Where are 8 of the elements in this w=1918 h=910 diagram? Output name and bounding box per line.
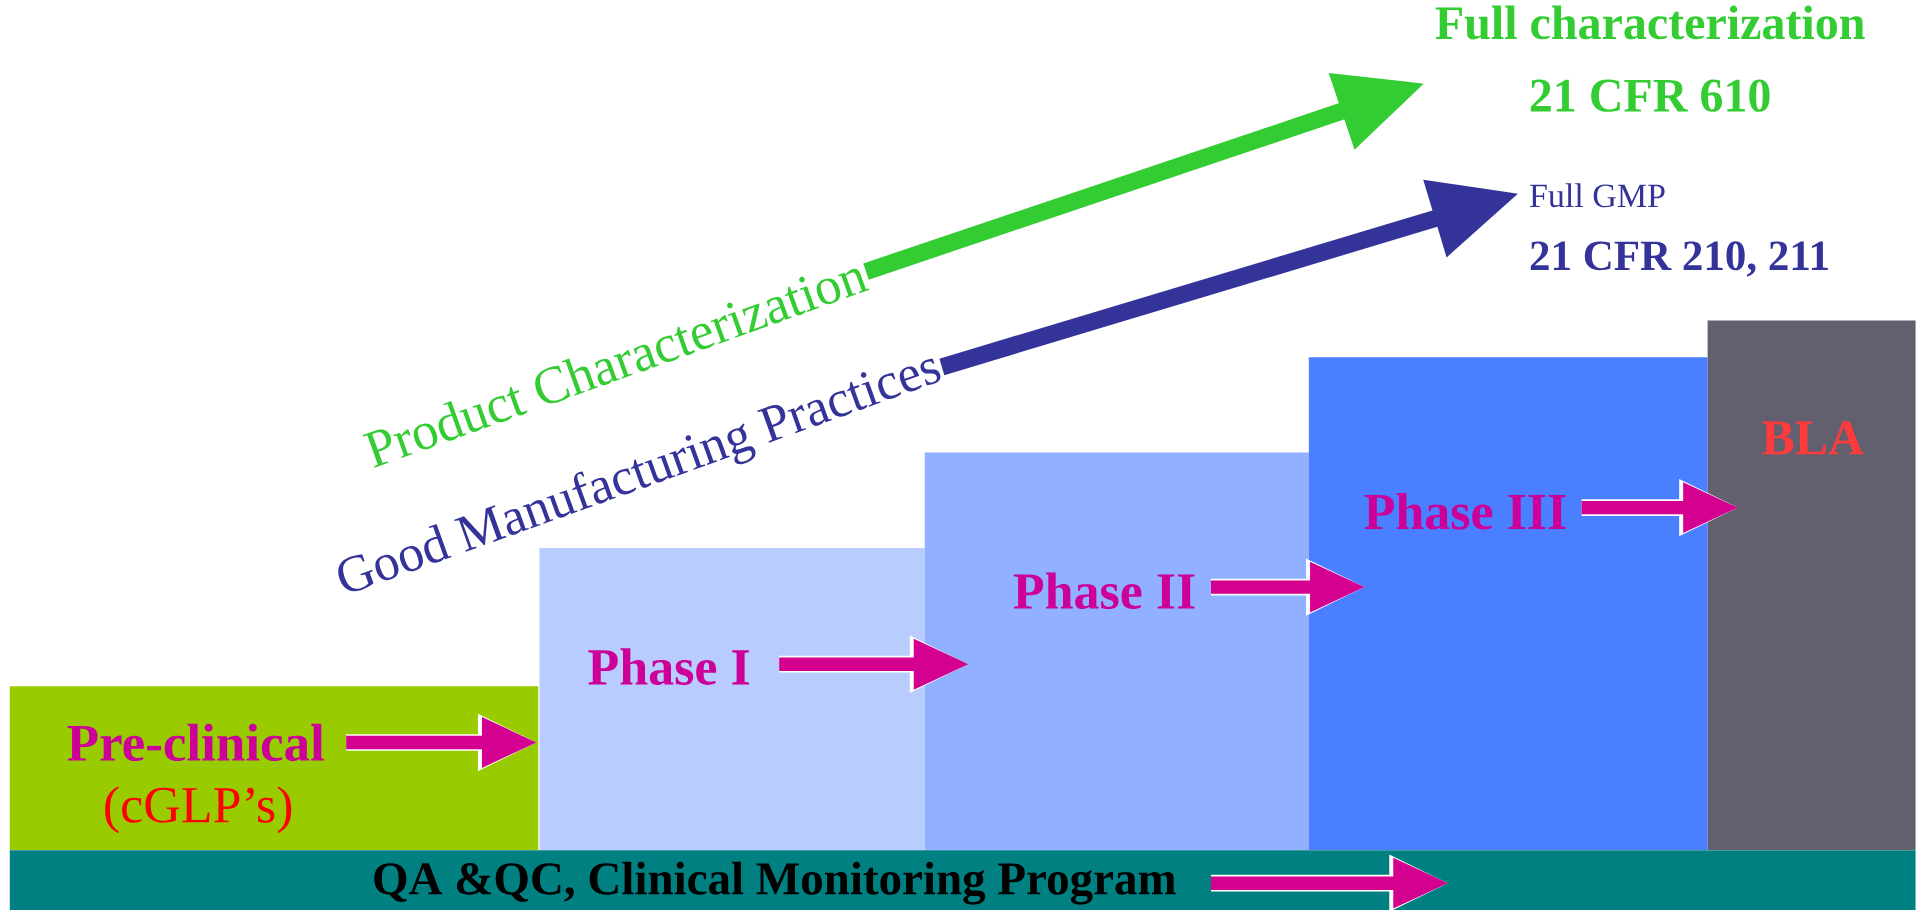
stage-box: Phase III [1308, 357, 1708, 851]
program-band: QA &QC, Clinical Monitoring Program [9, 850, 1916, 910]
regulation-label: Full GMP 21 CFR 210, 211 [1529, 183, 1828, 277]
regulation-label: Full characterization 21 CFR 610 [1435, 5, 1865, 112]
stage-box: Phase II [924, 452, 1309, 851]
stage-box: Phase I [539, 547, 925, 851]
stage-box: BLA [1707, 320, 1916, 851]
stage-box: Pre-clinical (cGLP’s) [9, 686, 539, 851]
